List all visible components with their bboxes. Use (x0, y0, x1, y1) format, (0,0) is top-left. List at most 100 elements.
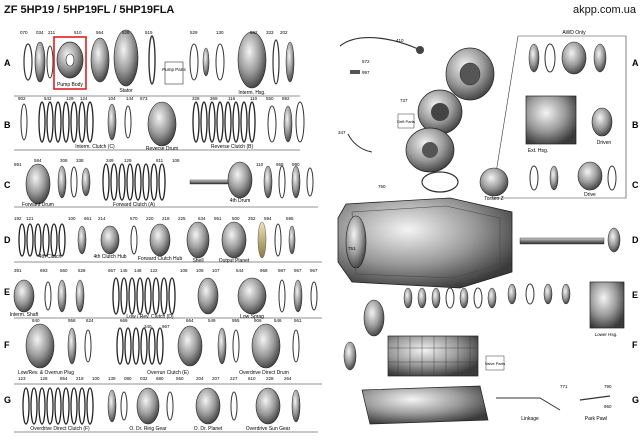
awd-bearing (593, 43, 607, 73)
fourth-drum (227, 161, 253, 199)
part-number: 214 (98, 216, 106, 221)
row-a-parts: Pump Body Stator Pump Parts Interm. Hsg.… (20, 29, 295, 96)
part-number: 891 (14, 162, 22, 167)
part-number: 634 (198, 216, 206, 221)
park-pawl-caption: Park Pawl (585, 416, 608, 422)
thrust-washer (46, 45, 54, 79)
part-number: 873 (140, 96, 148, 101)
harness (347, 133, 373, 153)
part-number: 100 (92, 376, 100, 381)
valve-body (387, 335, 479, 377)
callout: 572 (362, 59, 370, 64)
reverse-drum (147, 101, 177, 147)
drift-parts-box[interactable] (397, 113, 415, 129)
part-number: 220 (146, 216, 154, 221)
part-number: 644 (236, 268, 244, 273)
washer (67, 327, 77, 365)
part-number: 564 (96, 30, 104, 35)
spring (124, 105, 132, 139)
part-number: 542 (44, 96, 52, 101)
fourth-clutch-hub (100, 225, 120, 255)
washer (57, 279, 67, 313)
seal (166, 391, 174, 421)
part-number: 549 (208, 318, 216, 323)
row-letter: G (632, 395, 639, 405)
part-number: 906 (254, 318, 262, 323)
part-number: 218 (76, 376, 84, 381)
snap-ring (278, 165, 286, 199)
part-number: 624 (86, 318, 94, 323)
seal-ring (44, 281, 52, 311)
valve-parts-box[interactable] (485, 355, 505, 371)
pump-parts-box[interactable] (164, 61, 184, 85)
pump-gear (90, 37, 110, 83)
row-letter: D (632, 235, 639, 245)
snap-ring (120, 391, 128, 421)
part-number: 667 (108, 268, 116, 273)
transmission-case: 760 751 (337, 184, 621, 289)
part-number: 129 (66, 96, 74, 101)
awd-washer (549, 165, 559, 191)
od-sun-gear-caption: Overdrive Sun Gear (246, 426, 291, 432)
part-number: 669 (120, 318, 128, 323)
piston (57, 165, 67, 199)
part-number: 204 (196, 376, 204, 381)
shell-caption: Shell (192, 258, 203, 264)
hub (77, 225, 87, 255)
part-number: 951 (214, 216, 222, 221)
seal-ring (20, 103, 28, 141)
stator (113, 29, 139, 87)
callout: 410 (396, 38, 404, 43)
row-d-parts: 4th Clutch 4th Clutch Hub Forward Clutch… (14, 216, 296, 264)
part-number: 811 (156, 158, 164, 163)
snap-ring (232, 329, 240, 363)
valve-parts-label: Valve Parts (485, 361, 505, 366)
part-number: 664 (186, 318, 194, 323)
website-label: akpp.com.ua (573, 4, 637, 16)
overrun-drum (177, 325, 203, 367)
part-number: 561 (294, 318, 302, 323)
drum (197, 277, 219, 315)
callout: 760 (378, 184, 386, 189)
part-number: 693 (40, 268, 48, 273)
part-number: 148 (134, 268, 142, 273)
washer (202, 47, 210, 77)
part-number: 550 (266, 96, 274, 101)
part-number: 080 (124, 376, 132, 381)
valve-body-grid (388, 336, 478, 376)
fourth-clutch-pack (18, 223, 66, 257)
forward-drum-caption: Forward Drum (22, 202, 54, 208)
part-number: 192 (14, 216, 22, 221)
low-rev-overrun-plug (25, 323, 55, 369)
part-number: 123 (18, 376, 26, 381)
pump-bore (65, 53, 75, 67)
seal-ring (84, 329, 92, 363)
snap-ring (148, 35, 156, 85)
stator-caption: Stator (119, 88, 133, 94)
intermediate-shaft (13, 279, 35, 313)
ring-gear (257, 221, 267, 259)
bearing (291, 165, 301, 199)
part-number: 034 (36, 30, 44, 35)
washer (217, 327, 227, 365)
torsen-diff (479, 167, 509, 197)
row-markers-right: A B C D E F G (632, 58, 639, 405)
part-number: 107 (212, 268, 220, 273)
callout: 737 (400, 98, 408, 103)
row-letter: B (632, 120, 639, 130)
awd-seal (544, 43, 556, 73)
part-number: 145 (120, 268, 128, 273)
part-number: 122 (150, 268, 158, 273)
part-number: 218 (162, 216, 170, 221)
pump-body-highlight[interactable] (53, 36, 87, 90)
awd-border (491, 35, 627, 199)
piston (107, 103, 117, 141)
part-number: 032 (140, 376, 148, 381)
part-number: 990 (292, 162, 300, 167)
low-rev-clutch-caption: Low / Rev. Clutch (D) (126, 314, 173, 320)
snap-ring (274, 223, 282, 257)
part-number: 110 (250, 96, 258, 101)
part-number: 328 (192, 96, 200, 101)
extension-housing (589, 281, 625, 329)
